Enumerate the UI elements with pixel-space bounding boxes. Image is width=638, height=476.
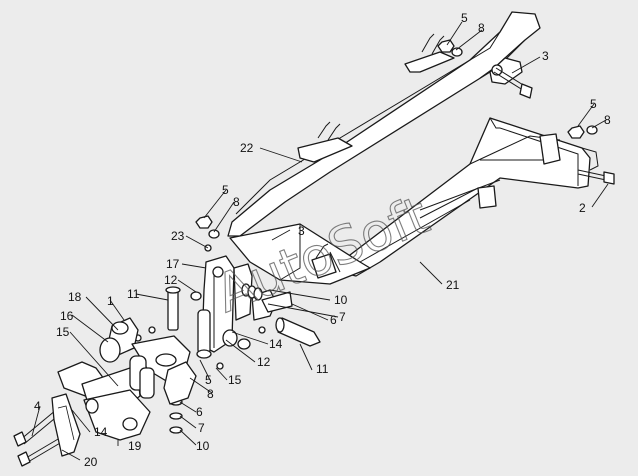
callout-7: 7 [198,421,205,435]
autosoft-watermark: AutoSoft [208,186,438,325]
callout-4: 4 [34,399,41,413]
callout-5: 5 [461,11,468,25]
callout-10: 10 [196,439,210,453]
callout-12: 12 [257,355,271,369]
callout-8: 8 [478,21,485,35]
triangular-frame [229,117,599,285]
callout-5: 5 [590,97,597,111]
callout-labels: 5 8 3 5 8 2 22 5 8 23 3 17 21 12 11 18 1… [34,11,611,469]
callout-21: 21 [446,278,460,292]
callout-5: 5 [205,373,212,387]
callout-6: 6 [196,405,203,419]
callout-17: 17 [166,257,180,271]
callout-19: 19 [128,439,142,453]
callout-6: 6 [330,313,337,327]
callout-5: 5 [222,183,229,197]
callout-12: 12 [164,273,178,287]
callout-7: 7 [339,310,346,324]
callout-20: 20 [84,455,98,469]
callout-8: 8 [207,387,214,401]
callout-11: 11 [127,287,140,301]
callout-14: 14 [269,337,283,351]
lower-linkage [51,317,197,457]
leader-lines [31,21,609,461]
callout-1: 1 [107,294,114,308]
callout-8: 8 [233,195,240,209]
callout-15: 15 [56,325,70,339]
callout-8: 8 [604,113,611,127]
callout-2: 2 [579,201,586,215]
callout-16: 16 [60,309,74,323]
callout-3: 3 [298,224,305,238]
callout-10: 10 [334,293,348,307]
upper-beam [227,11,541,237]
callout-22: 22 [240,141,254,155]
callout-3: 3 [542,49,549,63]
callout-15: 15 [228,373,242,387]
callout-14: 14 [94,425,108,439]
callout-18: 18 [68,290,82,304]
callout-11: 11 [316,362,329,376]
callout-23: 23 [171,229,185,243]
